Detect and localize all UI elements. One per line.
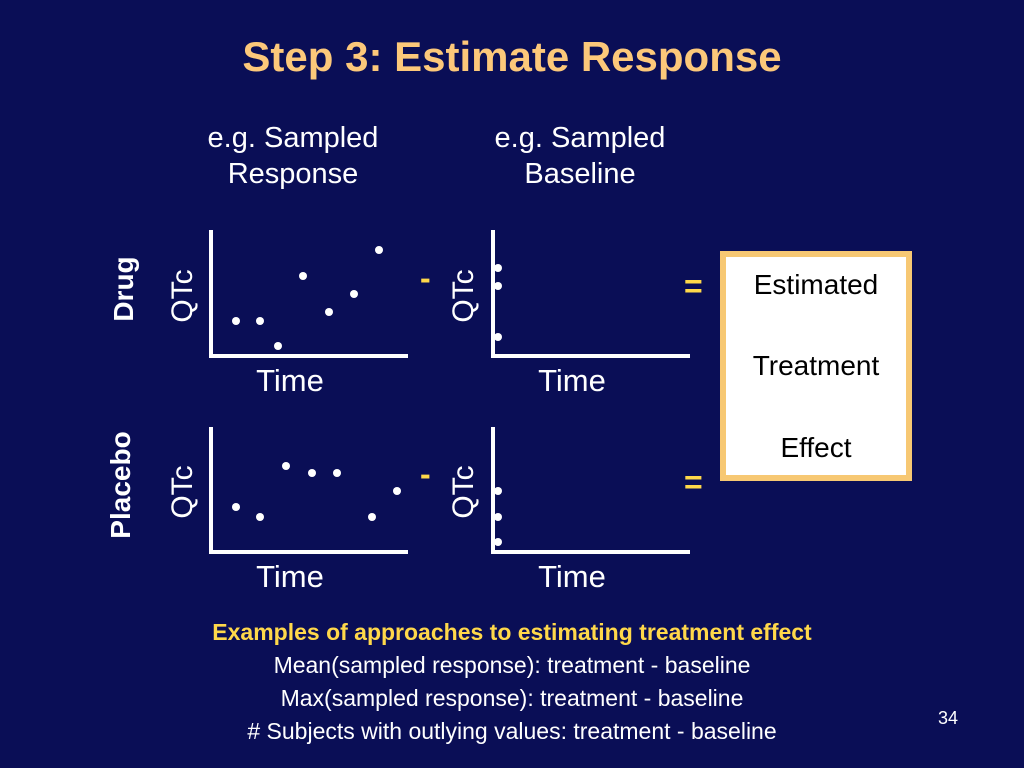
dot <box>494 333 502 341</box>
axis-placebo-baseline <box>491 427 690 554</box>
dot <box>494 538 502 546</box>
dot <box>494 513 502 521</box>
dot <box>299 272 307 280</box>
column-header-response-line1: e.g. Sampled <box>207 122 379 154</box>
column-header-response: e.g. Sampled Response <box>163 120 423 192</box>
dot <box>282 462 290 470</box>
x-axis-label-drug-baseline: Time <box>538 363 606 398</box>
dot <box>393 487 401 495</box>
dot <box>325 308 333 316</box>
dot <box>375 246 383 254</box>
dot <box>274 342 282 350</box>
dot <box>494 264 502 272</box>
result-line1: Estimated <box>753 269 879 300</box>
x-axis-label-placebo-response: Time <box>256 559 324 594</box>
dot <box>494 282 502 290</box>
example-item: Mean(sampled response): treatment - base… <box>273 652 751 678</box>
axis-drug-baseline <box>491 230 690 358</box>
equals-operator-drug: = <box>684 268 703 304</box>
dot <box>232 503 240 511</box>
result-line2: Treatment <box>752 350 880 381</box>
page-number: 34 <box>938 708 959 728</box>
x-axis-label-drug-response: Time <box>256 363 324 398</box>
result-line3: Effect <box>780 432 852 463</box>
minus-operator-drug: - <box>420 260 431 296</box>
axis-drug-response <box>209 230 408 358</box>
minus-operator-placebo: - <box>420 456 431 492</box>
dot <box>494 487 502 495</box>
x-axis-label-placebo-baseline: Time <box>538 559 606 594</box>
dot <box>368 513 376 521</box>
dot <box>256 513 264 521</box>
column-header-response-line2: Response <box>227 158 359 190</box>
dot <box>350 290 358 298</box>
estimated-treatment-effect-box: Estimated Treatment Effect <box>720 251 912 481</box>
column-header-baseline-line1: e.g. Sampled <box>494 122 666 154</box>
equals-operator-placebo: = <box>684 464 703 500</box>
column-header-baseline-line2: Baseline <box>524 158 636 190</box>
slide-title: Step 3: Estimate Response <box>242 33 782 80</box>
example-item: # Subjects with outlying values: treatme… <box>247 718 777 744</box>
dot <box>333 469 341 477</box>
dot <box>308 469 316 477</box>
examples-heading: Examples of approaches to estimating tre… <box>212 619 812 645</box>
example-item: Max(sampled response): treatment - basel… <box>280 685 744 711</box>
dot <box>232 317 240 325</box>
dot <box>256 317 264 325</box>
column-header-baseline: e.g. Sampled Baseline <box>450 120 710 192</box>
axis-placebo-response <box>209 427 408 554</box>
